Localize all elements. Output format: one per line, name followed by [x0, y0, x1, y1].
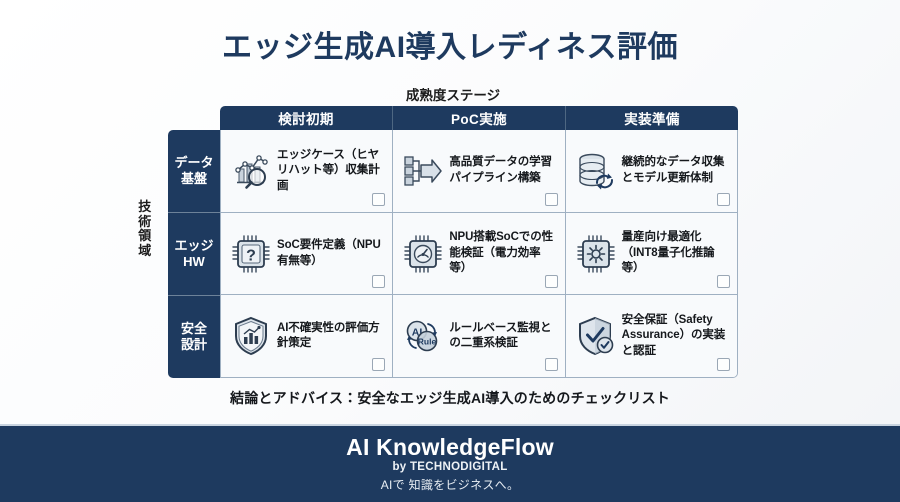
checkbox[interactable]: [372, 275, 386, 289]
ai-rule-loop-icon: AI Rule: [401, 314, 445, 358]
checkbox[interactable]: [716, 192, 730, 206]
row-axis-label: 技 術 領 域: [134, 199, 156, 258]
column-header-stage-early: 検討初期: [220, 106, 393, 130]
matrix-cell-grid: エッジケース（ヒヤリハット等）収集計画: [220, 130, 738, 378]
conclusion-text: 結論とアドバイス：安全なエッジ生成AI導入のためのチェックリスト: [230, 390, 670, 406]
cell-data-foundation-deploy[interactable]: 継続的なデータ収集とモデル更新体制: [565, 130, 737, 212]
row-axis-char: 域: [138, 242, 152, 258]
checkbox[interactable]: [716, 358, 730, 372]
svg-text:AI: AI: [412, 327, 423, 339]
cell-label: 安全保証（Safety Assurance）の実装と認証: [621, 313, 726, 357]
cell-safety-design-poc[interactable]: AI Rule ルールベース監視との二重系検証: [393, 295, 566, 377]
checkbox[interactable]: [372, 358, 386, 372]
chip-question-icon: ?: [229, 232, 273, 276]
row-header-line1: 安全: [180, 320, 207, 336]
checkbox[interactable]: [544, 358, 558, 372]
row-header-line2: 基盤: [180, 171, 207, 186]
cell-data-foundation-early[interactable]: エッジケース（ヒヤリハット等）収集計画: [221, 130, 394, 212]
checkbox[interactable]: [716, 275, 730, 289]
chart-search-icon: [229, 149, 273, 193]
table-row: エッジケース（ヒヤリハット等）収集計画: [221, 130, 737, 213]
pipeline-flow-icon: [401, 149, 445, 193]
table-row: AI不確実性の評価方針策定 AI Rule: [221, 295, 737, 377]
row-axis-char: 技: [138, 199, 152, 214]
row-header-line2: 設計: [180, 337, 207, 352]
svg-text:?: ?: [246, 247, 256, 264]
cell-label: 高品質データの学習パイプライン構築: [449, 156, 552, 184]
row-header-line2: HW: [183, 254, 205, 269]
page-title: エッジ生成AI導入レディネス評価: [222, 31, 678, 64]
table-row: ? SoC要件定義（NPU有無等）: [221, 212, 737, 296]
footer-byline: by TECHNODIGITAL: [392, 461, 508, 474]
footer-banner: AI KnowledgeFlow by TECHNODIGITAL AIで 知識…: [0, 424, 900, 502]
shield-chart-icon: [229, 314, 273, 358]
cell-edge-hw-poc[interactable]: NPU搭載SoCでの性能検証（電力効率等）: [393, 212, 566, 295]
row-header-group: データ 基盤 エッジ HW 安全 設計: [168, 130, 220, 378]
row-header-safety-design: 安全 設計: [168, 296, 220, 378]
column-axis-label: 成熟度ステージ: [405, 88, 501, 103]
checkbox[interactable]: [544, 275, 558, 289]
cell-safety-design-early[interactable]: AI不確実性の評価方針策定: [221, 295, 394, 377]
svg-text:Rule: Rule: [418, 337, 437, 347]
row-axis-char: 術: [138, 213, 152, 229]
checkbox[interactable]: [544, 192, 558, 206]
matrix-header-row: 検討初期 PoC実施 実装準備: [168, 106, 738, 130]
matrix-corner-spacer: [168, 106, 220, 130]
column-header-group: 検討初期 PoC実施 実装準備: [220, 106, 738, 130]
cell-label: 継続的なデータ収集とモデル更新体制: [621, 156, 725, 184]
footer-brand-name: AI KnowledgeFlow: [346, 433, 554, 460]
checkbox[interactable]: [372, 192, 386, 206]
database-refresh-icon: [574, 149, 618, 193]
cell-label: AI不確実性の評価方針策定: [277, 321, 380, 350]
cell-data-foundation-poc[interactable]: 高品質データの学習パイプライン構築: [393, 130, 566, 212]
row-axis-char: 領: [138, 228, 152, 244]
cell-edge-hw-early[interactable]: ? SoC要件定義（NPU有無等）: [221, 212, 394, 295]
cell-label: エッジケース（ヒヤリハット等）収集計画: [277, 148, 380, 192]
cell-label: NPU搭載SoCでの性能検証（電力効率等）: [449, 231, 554, 275]
cell-edge-hw-deploy[interactable]: 量産向け最適化（INT8量子化推論等）: [565, 212, 737, 295]
column-header-stage-deploy: 実装準備: [624, 112, 680, 127]
cell-safety-design-deploy[interactable]: 安全保証（Safety Assurance）の実装と認証: [565, 295, 737, 377]
footer-tagline: AIで 知識をビジネスへ。: [380, 478, 520, 493]
cell-label: 量産向け最適化（INT8量子化推論等）: [621, 231, 715, 275]
row-header-edge-hw: エッジ HW: [168, 213, 220, 296]
row-header-line1: データ: [174, 154, 214, 170]
shield-check-icon: [574, 314, 618, 358]
cell-label: SoC要件定義（NPU有無等）: [277, 238, 381, 267]
column-header-stage-poc: PoC実施: [393, 106, 566, 130]
row-header-data-foundation: データ 基盤: [168, 130, 220, 213]
matrix-body: データ 基盤 エッジ HW 安全 設計: [168, 130, 738, 378]
row-header-line1: エッジ: [174, 237, 214, 253]
readiness-matrix: 検討初期 PoC実施 実装準備 データ 基盤 エッジ HW 安全 設計: [168, 106, 738, 378]
chip-gear-icon: [574, 232, 618, 276]
chip-gauge-icon: [401, 232, 445, 276]
cell-label: ルールベース監視との二重系検証: [449, 321, 552, 350]
